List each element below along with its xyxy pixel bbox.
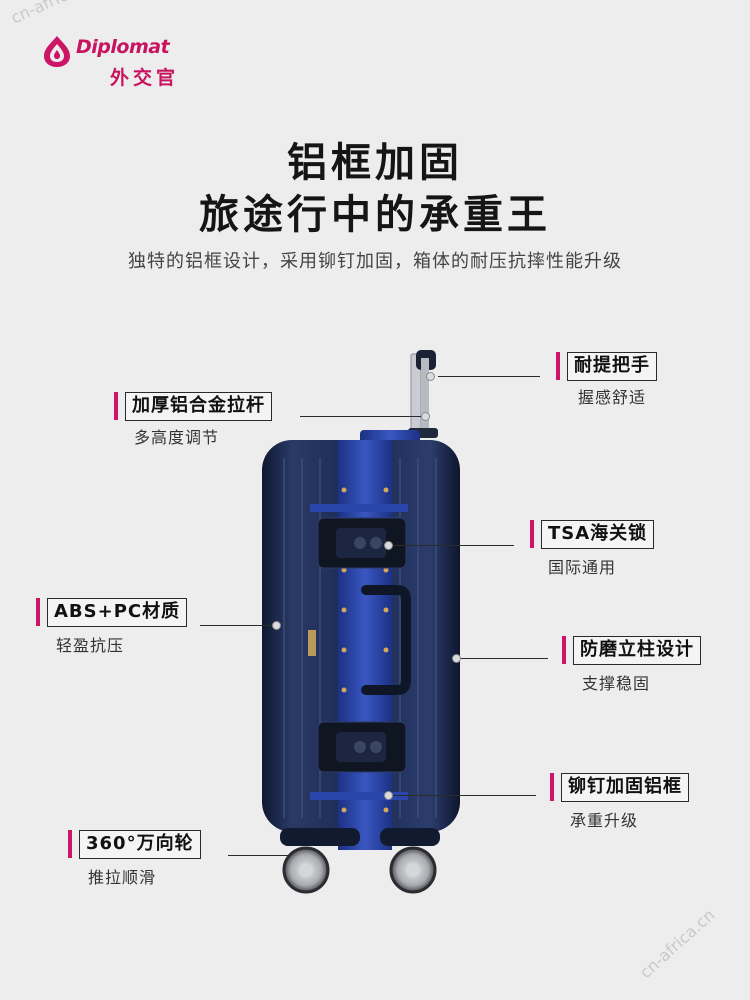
brand-name: Diplomat [76, 36, 170, 58]
callout-pillar-title: 防磨立柱设计 [573, 636, 701, 665]
accent-bar [562, 636, 566, 664]
pointer-dot-material [272, 621, 281, 630]
brand-logo: Diplomat 外交官 [40, 32, 190, 92]
callout-handle-title: 耐提把手 [567, 352, 657, 381]
callout-trolley-title: 加厚铝合金拉杆 [125, 392, 272, 421]
leader-line-material [200, 625, 274, 626]
pointer-dot-trolley [421, 412, 430, 421]
leader-line-handle [438, 376, 540, 377]
leader-line-trolley [300, 416, 424, 417]
leader-line-lock [392, 545, 514, 546]
callout-handle-desc: 握感舒适 [578, 388, 647, 407]
callout-material-title: ABS+PC材质 [47, 598, 188, 627]
watermark-bottom: cn-africa.cn [636, 905, 719, 983]
callout-wheel-title: 360°万向轮 [79, 830, 201, 859]
pointer-dot-pillar [452, 654, 461, 663]
headline-line2: 旅途行中的承重王 [199, 192, 551, 238]
leader-line-wheel [228, 855, 288, 856]
callout-frame-desc: 承重升级 [570, 811, 639, 830]
subtitle: 独特的铝框设计，采用铆钉加固，箱体的耐压抗摔性能升级 [128, 251, 622, 272]
accent-bar [68, 830, 72, 858]
suitcase-image [262, 350, 460, 894]
callout-lock-desc: 国际通用 [548, 558, 617, 577]
accent-bar [36, 598, 40, 626]
leader-line-frame [392, 795, 536, 796]
accent-bar [556, 352, 560, 380]
callout-lock-title: TSA海关锁 [541, 520, 655, 549]
accent-bar [550, 773, 554, 801]
diplomat-logo-icon [44, 36, 70, 67]
callout-frame-title: 铆钉加固铝框 [561, 773, 689, 802]
pointer-dot-lock [384, 541, 393, 550]
watermark-top: cn-africa.cn [8, 0, 101, 27]
pointer-dot-frame [384, 791, 393, 800]
accent-bar [114, 392, 118, 420]
callout-wheel-desc: 推拉顺滑 [88, 868, 157, 887]
callout-material-desc: 轻盈抗压 [56, 636, 125, 655]
accent-bar [530, 520, 534, 548]
brand-name-cn: 外交官 [110, 67, 180, 89]
callout-pillar-desc: 支撑稳固 [582, 674, 651, 693]
callout-trolley-desc: 多高度调节 [134, 428, 220, 447]
pointer-dot-handle [426, 372, 435, 381]
leader-line-pillar [460, 658, 548, 659]
headline-line1: 铝框加固 [287, 140, 463, 186]
